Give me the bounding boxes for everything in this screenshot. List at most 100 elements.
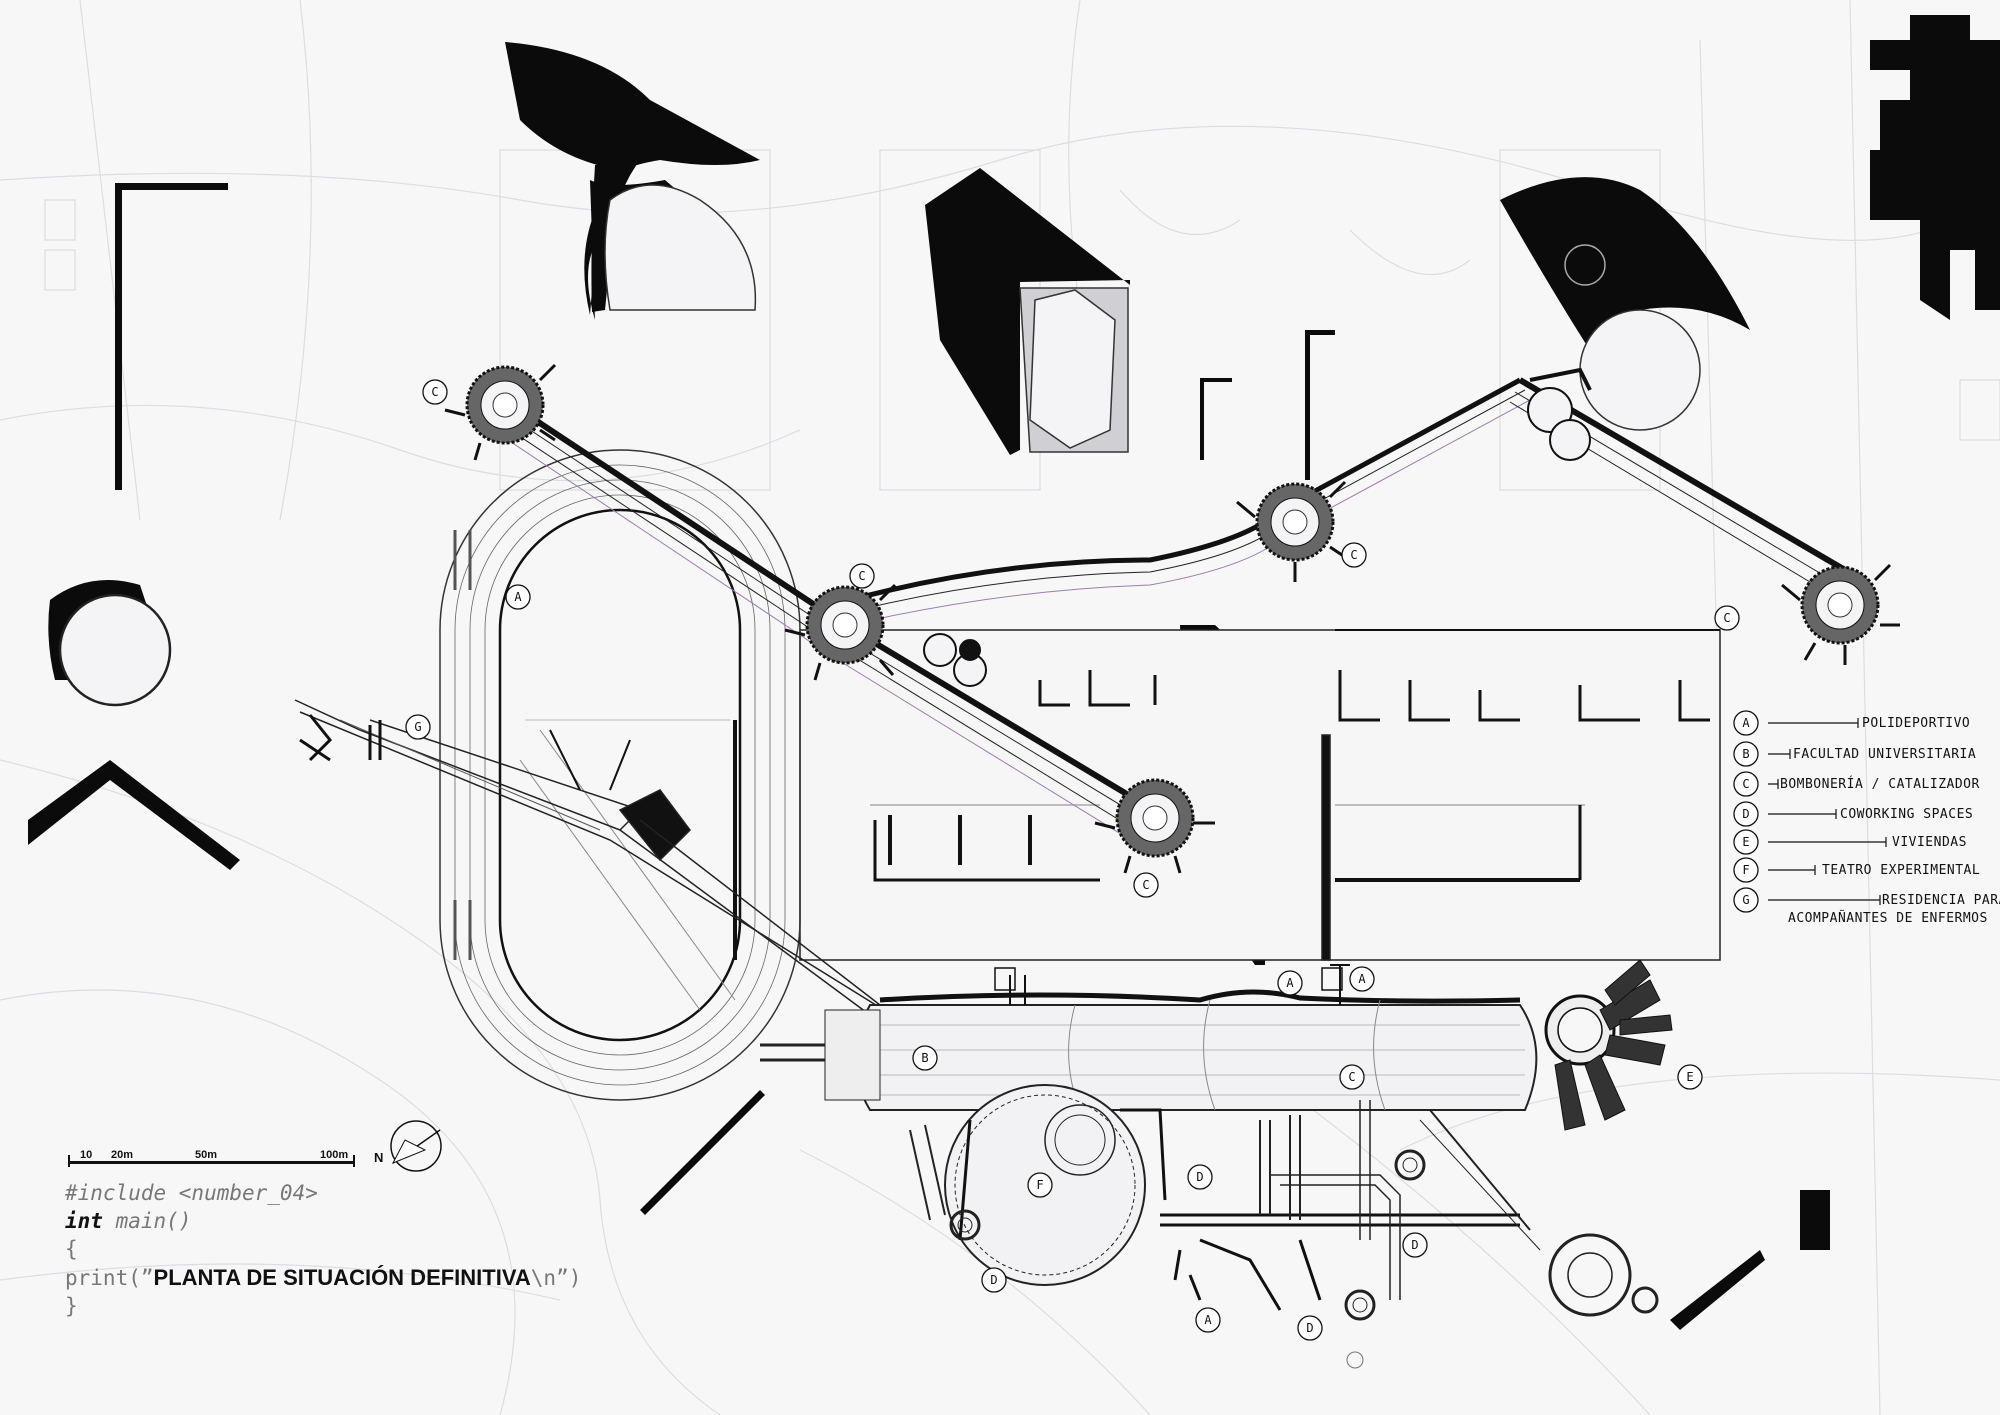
marker-circle — [1339, 1064, 1365, 1090]
marker-circle — [505, 584, 531, 610]
marker-circle — [1677, 1064, 1703, 1090]
marker-letter: A — [1286, 976, 1294, 990]
legend-marker-letter: D — [1742, 807, 1749, 821]
marker-e: E — [1677, 1064, 1703, 1090]
marker-letter: D — [990, 1273, 997, 1287]
marker-letter: C — [431, 385, 438, 399]
legend-leader-line — [1768, 809, 1837, 819]
marker-circle — [1341, 542, 1367, 568]
north-label: N — [374, 1150, 383, 1165]
code-print-open: print(” — [65, 1266, 154, 1290]
legend-label: POLIDEPORTIVO — [1862, 716, 1970, 731]
code-keyword-int: int — [65, 1209, 103, 1233]
scale-label-100m: 100m — [320, 1149, 348, 1161]
hub-gears — [444, 363, 1900, 874]
code-title-block: #include <number_04> int main() { print(… — [64, 1181, 581, 1318]
marker-letter: D — [1196, 1170, 1203, 1184]
legend-label: BOMBONERÍA / CATALIZADOR — [1780, 776, 1980, 792]
marker-letter: A — [514, 590, 522, 604]
legend-leader-line — [1768, 718, 1859, 728]
marker-c: C — [422, 379, 448, 405]
legend-label-line2: ACOMPAÑANTES DE ENFERMOS — [1788, 910, 1988, 926]
letter-markers: C C C C C C A G A A B E F D D D A D — [405, 379, 1740, 1341]
marker-a: A — [1277, 970, 1303, 996]
marker-f: F — [1027, 1172, 1053, 1198]
code-open-brace: { — [65, 1237, 78, 1261]
code-close-brace: } — [65, 1294, 78, 1318]
legend-item-c: C BOMBONERÍA / CATALIZADOR — [1733, 771, 1980, 797]
legend-leader-line — [1768, 895, 1881, 905]
legend-marker-letter: G — [1742, 893, 1749, 907]
code-line-include: #include <number_04> — [64, 1181, 318, 1205]
legend-marker-letter: C — [1742, 777, 1749, 791]
marker-d: D — [981, 1267, 1007, 1293]
marker-circle — [1133, 872, 1159, 898]
code-line-print: print(”PLANTA DE SITUACIÓN DEFINITIVA\n”… — [65, 1265, 581, 1290]
legend-leader-line — [1768, 837, 1887, 847]
legend-marker-circle — [1733, 710, 1759, 736]
marker-circle — [1402, 1232, 1428, 1258]
marker-letter: D — [1411, 1238, 1418, 1252]
marker-letter: C — [1350, 548, 1357, 562]
legend-marker-circle — [1733, 857, 1759, 883]
scale-label-10: 10 — [80, 1149, 92, 1161]
legend-marker-circle — [1733, 771, 1759, 797]
marker-circle — [422, 379, 448, 405]
marker-letter: G — [414, 720, 421, 734]
legend-label: VIVIENDAS — [1892, 835, 1967, 850]
code-escape: \n — [531, 1266, 556, 1290]
building-cutouts — [58, 184, 1701, 707]
legend-label: RESIDENCIA PARA — [1882, 893, 2000, 908]
marker-b: B — [912, 1045, 938, 1071]
marker-a: A — [1195, 1307, 1221, 1333]
marker-d: D — [1402, 1232, 1428, 1258]
legend-label: TEATRO EXPERIMENTAL — [1822, 863, 1980, 878]
marker-circle — [849, 563, 875, 589]
marker-c: C — [849, 563, 875, 589]
marker-a: A — [505, 584, 531, 610]
scale-label-50m: 50m — [195, 1149, 217, 1161]
code-main-call: main() — [103, 1209, 192, 1233]
cable-lines — [489, 377, 1847, 856]
housing-cluster — [1544, 959, 1673, 1131]
marker-circle — [912, 1045, 938, 1071]
marker-circle — [1277, 970, 1303, 996]
marker-letter: A — [1358, 972, 1366, 986]
legend-marker-circle — [1733, 829, 1759, 855]
legend-leader-line — [1768, 779, 1779, 789]
theatre — [944, 1084, 1167, 1286]
marker-c: C — [1339, 1064, 1365, 1090]
marker-c: C — [1714, 605, 1740, 631]
legend-item-f: F TEATRO EXPERIMENTAL — [1733, 857, 1980, 883]
marker-c: C — [1133, 872, 1159, 898]
legend-leader-line — [1768, 865, 1816, 875]
marker-letter: C — [858, 569, 865, 583]
legend-marker-letter: F — [1742, 863, 1749, 877]
marker-letter: B — [921, 1051, 928, 1065]
marker-circle — [405, 714, 431, 740]
marker-circle — [1714, 605, 1740, 631]
marker-letter: F — [1036, 1178, 1043, 1192]
residence-bridge — [294, 699, 901, 1021]
marker-letter: E — [1686, 1070, 1693, 1084]
code-print-close: ”) — [556, 1266, 581, 1290]
north-arrow: N — [374, 1120, 442, 1172]
marker-c: C — [1341, 542, 1367, 568]
marker-letter: D — [1306, 1321, 1313, 1335]
marker-circle — [1195, 1307, 1221, 1333]
code-line-main: int main() — [65, 1209, 191, 1233]
marker-d: D — [1297, 1315, 1323, 1341]
marker-circle — [981, 1267, 1007, 1293]
marker-a: A — [1349, 966, 1375, 992]
marker-circle — [1349, 966, 1375, 992]
running-track — [439, 449, 801, 1101]
marker-letter: C — [1348, 1070, 1355, 1084]
legend-marker-letter: B — [1742, 747, 1749, 761]
page-title: PLANTA DE SITUACIÓN DEFINITIVA — [154, 1265, 531, 1290]
